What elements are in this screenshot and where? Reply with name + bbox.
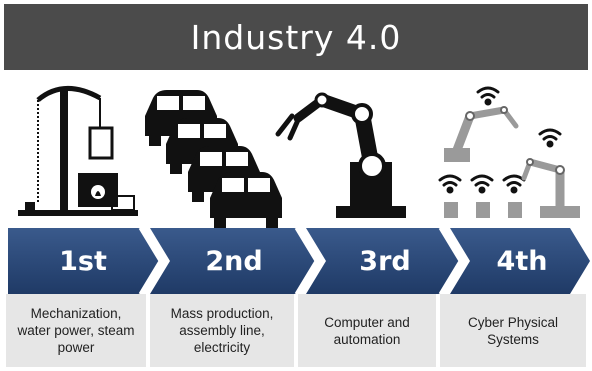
assembly-line-cars-icon — [145, 90, 282, 228]
stage-description-3rd: Computer and automation — [298, 294, 436, 367]
stage-label-4th: 4th — [496, 245, 548, 277]
stage-arrow-4 — [450, 228, 590, 294]
stage-arrow-1 — [8, 228, 160, 294]
stage-label-2nd: 2nd — [205, 245, 263, 277]
stage-description-1st: Mechanization, water power, steam power — [6, 294, 146, 367]
industrial-robot-arm-icon — [275, 92, 406, 218]
connected-robots-wifi-icon — [438, 86, 580, 218]
stage-description-4th: Cyber Physical Systems — [440, 294, 586, 367]
stage-label-3rd: 3rd — [359, 245, 411, 277]
illustrations — [18, 86, 580, 228]
title-banner: Industry 4.0 — [4, 4, 588, 70]
stage-arrow-3 — [306, 228, 460, 294]
stage-arrow-band — [8, 228, 590, 294]
stage-description-2nd: Mass production, assembly line, electric… — [150, 294, 294, 367]
diagram-title: Industry 4.0 — [190, 17, 402, 57]
stage-arrow-2 — [150, 228, 316, 294]
stage-label-1st: 1st — [59, 245, 107, 277]
steam-engine-icon — [18, 86, 138, 216]
